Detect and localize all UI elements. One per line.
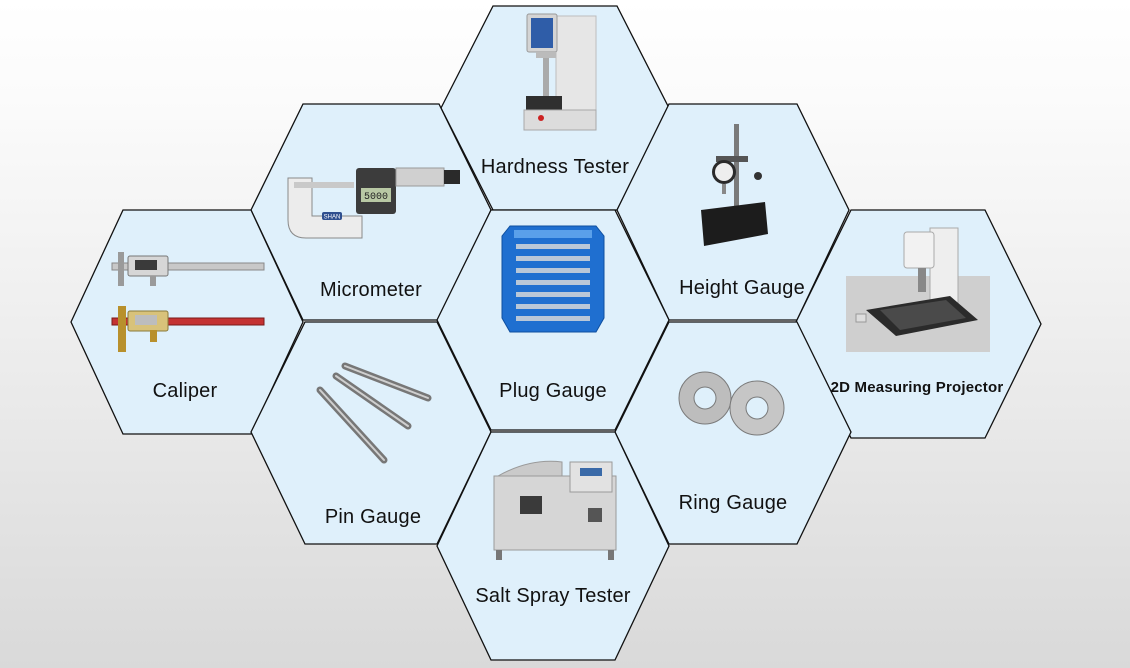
measuring-projector-icon <box>846 227 990 352</box>
hex-height-gauge: Height Gauge <box>616 103 850 321</box>
hex-pin-gauge: Pin Gauge <box>250 321 492 545</box>
hex-ring-gauge: Ring Gauge <box>614 321 852 545</box>
micrometer-brand: SHAN <box>324 215 341 221</box>
ring-gauge-icon <box>678 371 785 436</box>
hex-plug-gauge: Plug Gauge <box>436 209 670 431</box>
label-pin-gauge: Pin Gauge <box>325 506 421 528</box>
label-ring-gauge: Ring Gauge <box>679 492 788 514</box>
hex-salt-spray-tester: Salt Spray Tester <box>436 431 670 661</box>
hex-hardness-tester: Hardness Tester <box>440 5 670 211</box>
label-plug-gauge: Plug Gauge <box>499 380 607 402</box>
label-2d-measuring-projector: 2D Measuring Projector <box>831 379 1004 396</box>
hex-caliper: Caliper <box>70 209 304 435</box>
plug-gauge-icon <box>501 225 605 333</box>
label-salt-spray-tester: Salt Spray Tester <box>475 585 630 607</box>
label-micrometer: Micrometer <box>320 279 422 301</box>
label-hardness-tester: Hardness Tester <box>481 156 629 178</box>
hex-2d-measuring-projector: 2D Measuring Projector <box>794 209 1042 439</box>
micrometer-display: 5000 <box>364 192 388 203</box>
pin-gauge-icon <box>316 362 432 464</box>
micrometer-icon: 5000 SHAN <box>287 167 460 239</box>
height-gauge-icon <box>701 124 768 246</box>
caliper-icon <box>111 252 265 352</box>
label-caliper: Caliper <box>153 380 218 402</box>
label-height-gauge: Height Gauge <box>679 277 805 299</box>
hardness-tester-icon <box>523 13 597 131</box>
salt-spray-tester-icon <box>493 460 617 560</box>
hex-micrometer: 5000 SHAN Micrometer <box>250 103 492 321</box>
